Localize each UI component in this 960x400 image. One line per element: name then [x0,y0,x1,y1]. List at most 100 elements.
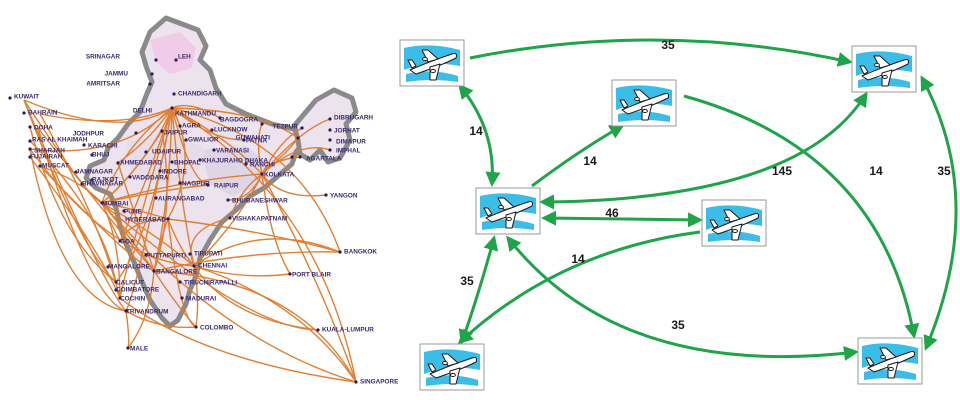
city-dot [338,250,342,254]
city-label: JAIPUR [164,130,188,137]
city-dot [296,136,300,140]
city-label: MUMBAI [102,201,128,208]
city-agra: AGRA [178,123,201,130]
city-label: MADURAI [186,296,216,303]
route-line [261,173,357,383]
city-agartala: AGARTALA [298,155,342,163]
city-label: VARANASI [216,148,249,155]
city-dot [134,131,138,135]
city-label: CHENNAI [198,263,227,270]
city-label: DIBRUGARH [334,115,373,122]
route-line [171,107,299,139]
route-line [171,107,341,253]
city-label: IMPHAL [336,148,361,155]
city-dot [212,148,216,152]
city-pune: PUNE [122,209,142,216]
city-label: GWALIOR [188,137,219,144]
city-label: BHUJ [92,152,110,159]
city-vadodara: VADODARA [128,175,169,182]
city-label: JAMMU [105,71,129,78]
route-lines [23,99,357,383]
route-line [39,165,103,204]
city-dot [154,58,158,62]
node-n4 [475,187,541,235]
route-line [125,310,130,349]
city-tezpur: TEZPUR [272,124,304,131]
city-dot [150,72,154,76]
city-label: GUWAHATI [236,135,271,142]
city-label: DHAKA [245,158,268,165]
city-bangkok: BANGKOK [338,249,377,256]
city-label: AGARTALA [306,156,342,163]
city-label: HYDERABAD [125,217,166,224]
city-label: KOLKATA [264,172,295,179]
city-dot [260,172,264,176]
city-kolkata: KOLKATA [260,172,295,179]
route-line [167,218,341,253]
city-label: AHMEDABAD [120,160,162,167]
city-doha: DOHA [28,125,53,132]
city-dot [80,182,84,186]
node-n2 [851,45,917,93]
airplane-icon [865,347,915,379]
route-line [23,99,173,123]
edge-n4-n3 [531,124,625,188]
edge-n2-n4 [539,91,868,210]
route-line [261,127,303,175]
edge-label-n2-n4: 145 [772,164,792,178]
route-line [190,217,231,267]
city-label: MUSCAT [42,163,69,170]
city-bhavnagar: BHAVNAGAR [80,181,123,188]
edge-n1-n4 [458,83,501,187]
route-line [193,265,357,383]
city-label: KUALA-LUMPUR [322,327,374,334]
city-label: BHUBANESHWAR [232,198,288,205]
network-nodes [399,39,923,391]
city-label: RAIPUR [214,183,239,190]
route-line [119,297,357,383]
city-dot [106,265,110,269]
city-dot [242,138,246,142]
route-line [39,165,155,272]
route-line [261,173,327,197]
city-fujairah: FUJAIRAH [28,154,63,161]
city-ahmedabad: AHMEDABAD [116,160,162,167]
city-indore: INDORE [158,169,188,176]
city-dot [28,155,32,159]
city-dot [260,122,264,126]
city-dot [170,160,174,164]
city-label: JAMNAGAR [76,169,113,176]
northeast-outline [291,87,359,165]
route-line [101,107,173,204]
node-n1 [399,39,465,87]
route-line [261,173,291,275]
city-dot [288,272,292,276]
route-line [171,107,245,141]
city-cochin: COCHIN [118,296,146,303]
city-dot [116,161,120,165]
route-line [101,202,195,267]
city-vishakapatnam: VISHAKAPATNAM [228,216,287,223]
route-line [37,127,127,312]
city-label: BAGDOGRA [220,117,258,124]
city-dot [126,346,130,350]
city-dot [174,58,178,62]
route-line [39,107,173,122]
city-dot [226,198,230,202]
city-label: COIMBATORE [116,287,160,294]
route-line [101,130,163,204]
city-dhaka: DHAKA [245,155,294,165]
city-dot [160,129,164,133]
city-label: INDORE [162,169,188,176]
city-label: COLOMBO [200,325,233,332]
city-label: SINGAPORE [360,379,399,386]
city-label: AMRITSAR [86,81,120,88]
city-dot [228,216,232,220]
city-dot [128,175,132,179]
city-label: PATNA [246,138,267,145]
city-label: JODHPUR [73,131,105,138]
city-chennai: CHENNAI [192,263,227,270]
city-port-blair: PORT BLAIR [288,272,331,279]
